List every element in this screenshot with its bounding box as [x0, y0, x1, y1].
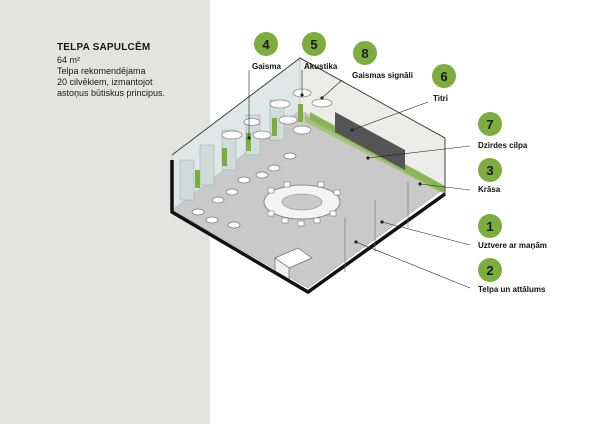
- callout-badge: [478, 158, 502, 182]
- wall-outline-front: [170, 160, 447, 295]
- callout-2: 2 Telpa un attālums: [478, 258, 546, 294]
- room-desc-line-1: Telpa rekomendējama: [57, 66, 146, 76]
- callout-8: 8 Gaismas signāli: [352, 41, 413, 80]
- callout-3: 3 Krāsa: [478, 158, 502, 194]
- callout-number: 5: [310, 37, 317, 52]
- callout-1: 1 Uztvere ar maņām: [478, 214, 547, 250]
- room-desc-line-3: astoņus būtiskus principus.: [57, 88, 166, 98]
- callout-7: 7 Dzirdes cilpa: [478, 112, 528, 150]
- callout-badge: [478, 258, 502, 282]
- meeting-table-hole: [281, 193, 323, 211]
- callout-number: 4: [262, 37, 270, 52]
- callout-label: Akustika: [304, 62, 338, 71]
- callout-number: 1: [486, 219, 493, 234]
- callout-badge: [478, 112, 502, 136]
- callout-label: Gaisma: [252, 62, 281, 71]
- callout-label: Uztvere ar maņām: [478, 241, 547, 250]
- room-area: 64 m²: [57, 55, 81, 65]
- room-title: TELPA SAPULCĒM: [57, 42, 151, 53]
- room-desc-line-2: 20 cilvēkiem, izmantojot: [57, 77, 153, 87]
- callout-number: 6: [440, 69, 447, 84]
- callout-badge: [432, 64, 456, 88]
- callout-badge: [353, 41, 377, 65]
- callout-label: Gaismas signāli: [352, 71, 413, 80]
- callout-label: Telpa un attālums: [478, 285, 546, 294]
- callout-6: 6 Titri: [432, 64, 456, 103]
- callout-badge: [302, 32, 326, 56]
- callout-label: Dzirdes cilpa: [478, 141, 528, 150]
- callout-number: 2: [486, 263, 493, 278]
- room-info: TELPA SAPULCĒM 64 m² Telpa rekomendējama…: [57, 42, 165, 99]
- stools: [191, 152, 297, 229]
- callout-5: 5 Akustika: [302, 32, 338, 71]
- callout-number: 7: [486, 117, 493, 132]
- callout-number: 3: [486, 163, 493, 178]
- front-right-frames: [344, 182, 409, 272]
- callout-4: 4 Gaisma: [252, 32, 281, 71]
- callout-label: Krāsa: [478, 185, 501, 194]
- leader-dots: [247, 93, 422, 244]
- callout-label: Titri: [433, 94, 448, 103]
- wall-outline-top: [171, 57, 446, 156]
- callout-badge: [254, 32, 278, 56]
- callout-badge: [478, 214, 502, 238]
- accent-strip-wall: [305, 115, 440, 192]
- green-columns: [195, 104, 303, 188]
- chairs: [267, 181, 341, 227]
- leader-lines: [248, 70, 471, 289]
- callout-number: 8: [361, 46, 368, 61]
